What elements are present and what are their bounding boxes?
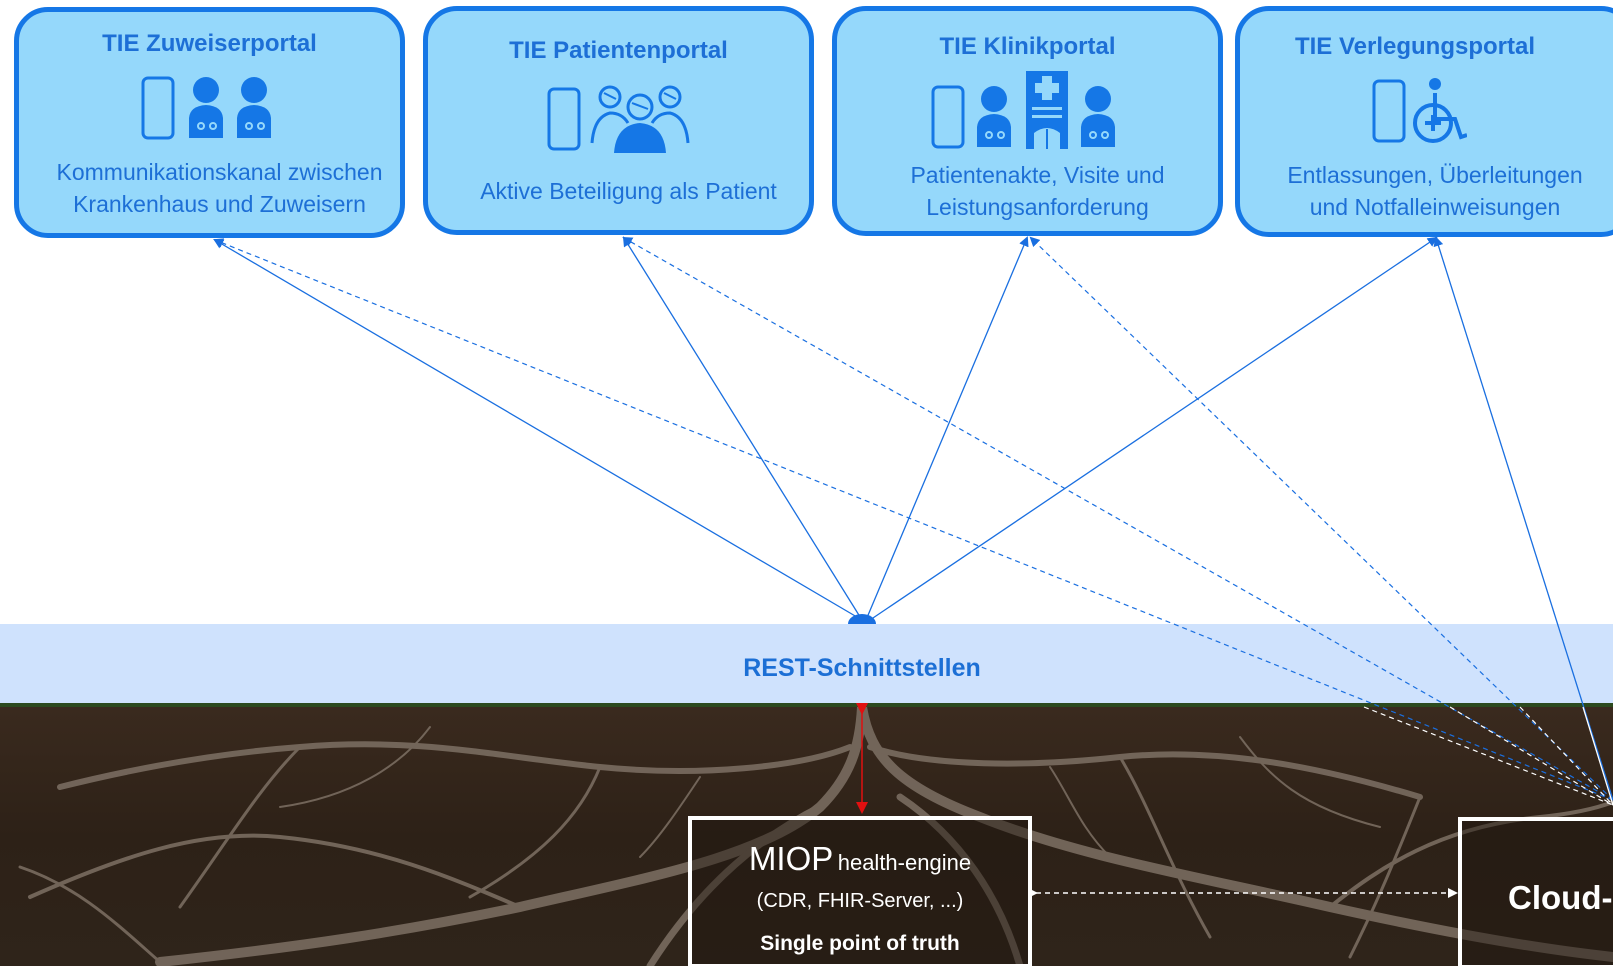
rest-hub-marker (848, 614, 876, 624)
portal-icons (1372, 78, 1468, 143)
cloud-label: Cloud- (1508, 879, 1613, 916)
arrow-rest-to-patientenportal (622, 236, 863, 621)
miop-title: MIOP health-engine (692, 840, 1028, 878)
miop-truth-label: Single point of truth (760, 932, 960, 955)
rest-interface-label: REST-Schnittstellen (743, 654, 981, 682)
portal-description-line1: Entlassungen, Überleitungen (1287, 162, 1583, 188)
portal-description-line2: und Notfalleinweisungen (1309, 194, 1561, 220)
portal-zuweiserportal: TIE Zuweiserportal Kommunikationskanal z… (14, 7, 405, 238)
arrow-cloud-to-verlegungsportal (1433, 236, 1613, 801)
dashed-arrow-cloud-to-patientenportal (622, 237, 1613, 801)
ground-roots-background (0, 707, 1613, 966)
portal-patientenportal: TIE Patientenportal Aktive Beteiligung a… (423, 6, 814, 235)
wheelchair-icon (1413, 78, 1468, 143)
portal-title: TIE Patientenportal (509, 37, 728, 64)
portal-verlegungsportal: TIE Verlegungsportal Entlassungen, Überl… (1235, 6, 1613, 237)
portal-title: TIE Klinikportal (939, 33, 1116, 60)
portal-klinikportal: TIE Klinikportal Patientenakte, Visite u (832, 6, 1223, 236)
arrow-rest-to-zuweiserportal (213, 238, 863, 621)
portal-description-line2: Krankenhaus und Zuweisern (73, 191, 366, 217)
portal-icons (931, 71, 1115, 149)
dashed-arrow-cloud-to-zuweiserportal (213, 238, 1613, 801)
patient-group-icon (590, 85, 689, 153)
miop-detail-label: (CDR, FHIR-Server, ...) (756, 890, 964, 912)
hospital-icon (1025, 71, 1068, 149)
smartphone-icon (1372, 79, 1406, 143)
doctor-icon (976, 86, 1011, 147)
portal-icons (547, 85, 689, 153)
portal-description-line1: Patientenakte, Visite und (910, 162, 1165, 188)
cloud-box: Cloud- (1458, 817, 1613, 969)
miop-main-label: MIOP (748, 840, 834, 877)
miop-sub-label: health-engine (837, 850, 972, 875)
rest-interface-band (0, 624, 1613, 707)
arrow-rest-to-klinikportal (865, 236, 1029, 621)
portal-description-line1: Aktive Beteiligung als Patient (480, 178, 777, 204)
portal-title: TIE Verlegungsportal (1294, 33, 1536, 60)
smartphone-icon (547, 87, 580, 151)
grass-strip (0, 703, 1613, 709)
portal-icons (141, 76, 271, 140)
doctor-icon (188, 77, 223, 138)
smartphone-icon (931, 85, 964, 149)
smartphone-icon (141, 76, 174, 140)
portal-description-line1: Kommunikationskanal zwischen (56, 159, 383, 185)
arrow-rest-to-verlegungsportal (869, 236, 1438, 621)
portal-title: TIE Zuweiserportal (102, 30, 317, 57)
doctor-icon (236, 77, 271, 138)
doctor-icon (1080, 86, 1115, 147)
portal-description-line2: Leistungsanforderung (926, 194, 1149, 220)
